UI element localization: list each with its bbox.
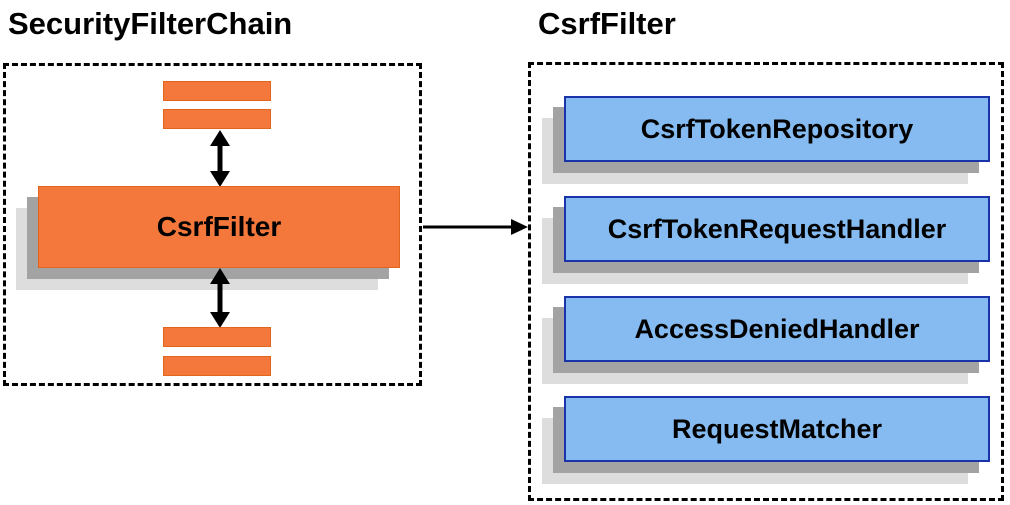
component-box-request-matcher: RequestMatcher: [564, 396, 990, 462]
csrf-filter-box: CsrfFilter: [38, 186, 400, 268]
double-arrow-icon: [210, 130, 230, 187]
filter-chain-bar-top-1: [163, 81, 271, 101]
filter-chain-bar-bottom-1: [163, 327, 271, 347]
double-arrow-icon: [210, 268, 230, 328]
component-label: CsrfTokenRequestHandler: [607, 213, 947, 244]
security-filter-chain-panel: CsrfFilter: [3, 63, 422, 386]
left-panel-title: SecurityFilterChain: [8, 6, 293, 41]
component-label: RequestMatcher: [671, 413, 883, 444]
csrf-filter-label: CsrfFilter: [156, 211, 282, 242]
component-box-csrf-token-repository: CsrfTokenRepository: [564, 96, 990, 162]
component-box-access-denied-handler: AccessDeniedHandler: [564, 296, 990, 362]
component-label: AccessDeniedHandler: [634, 313, 920, 344]
component-box-csrf-token-request-handler: CsrfTokenRequestHandler: [564, 196, 990, 262]
component-label: CsrfTokenRepository: [640, 113, 914, 144]
right-panel-title: CsrfFilter: [538, 6, 676, 41]
arrow-right-icon: [423, 219, 528, 235]
filter-chain-bar-top-2: [163, 109, 271, 129]
csrf-filter-panel: CsrfTokenRepository CsrfTokenRequestHand…: [528, 62, 1004, 501]
filter-chain-bar-bottom-2: [163, 356, 271, 376]
